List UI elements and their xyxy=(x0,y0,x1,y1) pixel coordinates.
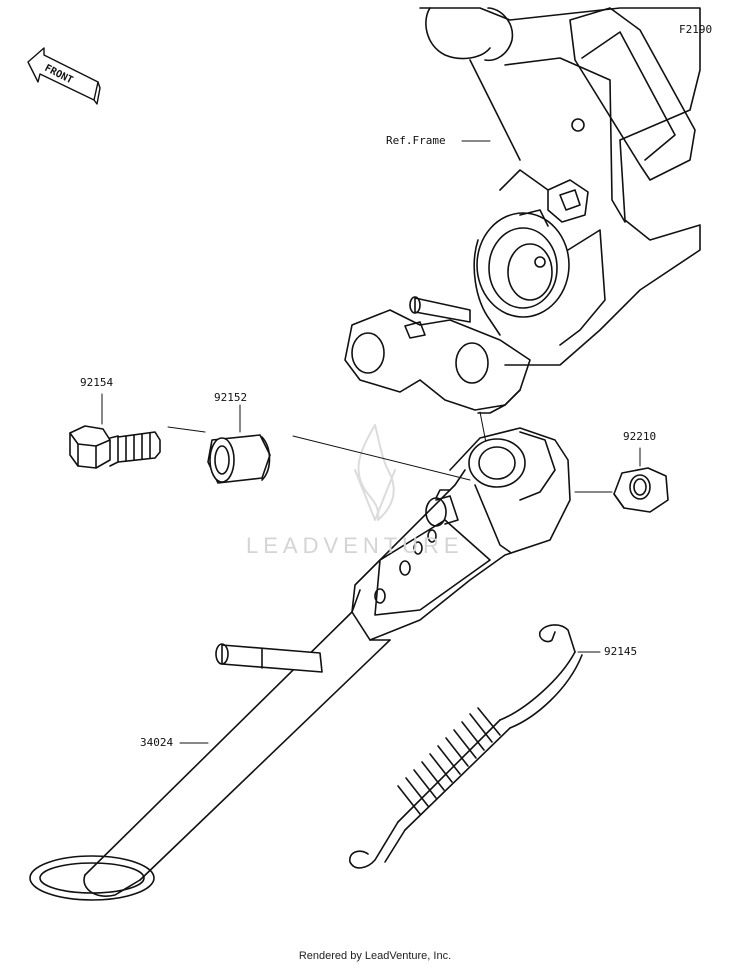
part-number-92145: 92145 xyxy=(604,645,638,658)
stand-pin xyxy=(215,643,323,673)
ref-frame-label: Ref.Frame xyxy=(386,134,446,147)
watermark-text: LEADVENTURE xyxy=(246,533,464,558)
front-arrow-icon: FRONT xyxy=(27,47,101,105)
part-number-92210: 92210 xyxy=(623,430,657,443)
part-number-92152: 92152 xyxy=(214,391,248,404)
watermark-flame-icon xyxy=(354,424,396,521)
collar-92152 xyxy=(207,404,471,484)
spring-92145 xyxy=(349,624,601,869)
bolt-92154 xyxy=(69,393,206,469)
part-number-92154: 92154 xyxy=(80,376,114,389)
part-number-34024: 34024 xyxy=(140,736,174,749)
side-stand-34024 xyxy=(29,427,571,901)
diagram-code: F2190 xyxy=(679,23,713,36)
footer-credit: Rendered by LeadVenture, Inc. xyxy=(298,950,452,962)
nut-92210 xyxy=(574,447,669,513)
frame-reference xyxy=(344,7,701,449)
